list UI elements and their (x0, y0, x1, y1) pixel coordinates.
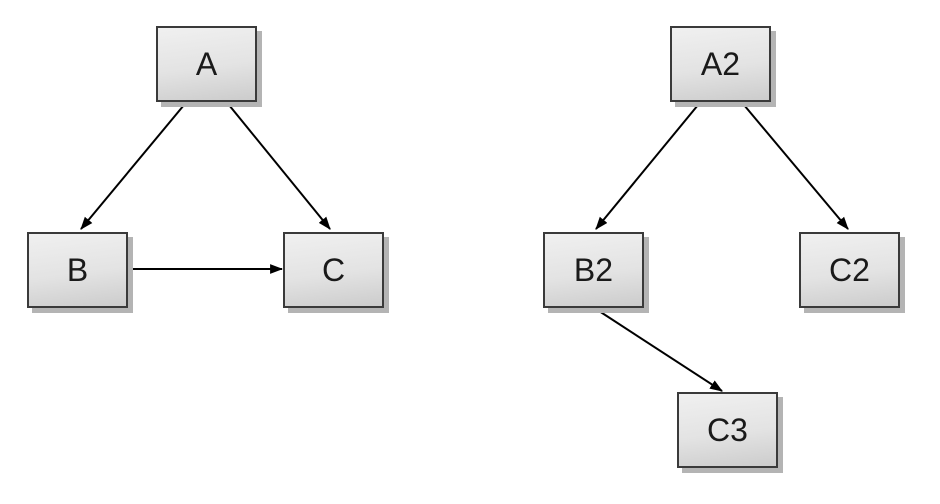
node-A2[interactable]: A2 (670, 26, 771, 102)
node-B2-label: B2 (573, 252, 614, 288)
edge-arrow-A-to-B (80, 104, 185, 230)
node-C-label: C (321, 252, 346, 288)
node-C3[interactable]: C3 (677, 392, 778, 468)
node-C2-label: C2 (829, 252, 870, 288)
edge-arrow-B2-to-C3 (595, 308, 723, 392)
node-C2[interactable]: C2 (799, 232, 900, 308)
edge-arrow-A-to-C (228, 104, 331, 230)
node-B2[interactable]: B2 (543, 232, 644, 308)
node-C[interactable]: C (283, 232, 384, 308)
node-A-label: A (195, 46, 218, 82)
edge-arrow-A2-to-C2 (743, 104, 849, 230)
node-A[interactable]: A (156, 26, 257, 102)
node-B[interactable]: B (27, 232, 128, 308)
edge-arrow-A2-to-B2 (595, 104, 699, 230)
node-B-label: B (66, 252, 89, 288)
node-A2-label: A2 (700, 46, 741, 82)
node-C3-label: C3 (707, 412, 748, 448)
